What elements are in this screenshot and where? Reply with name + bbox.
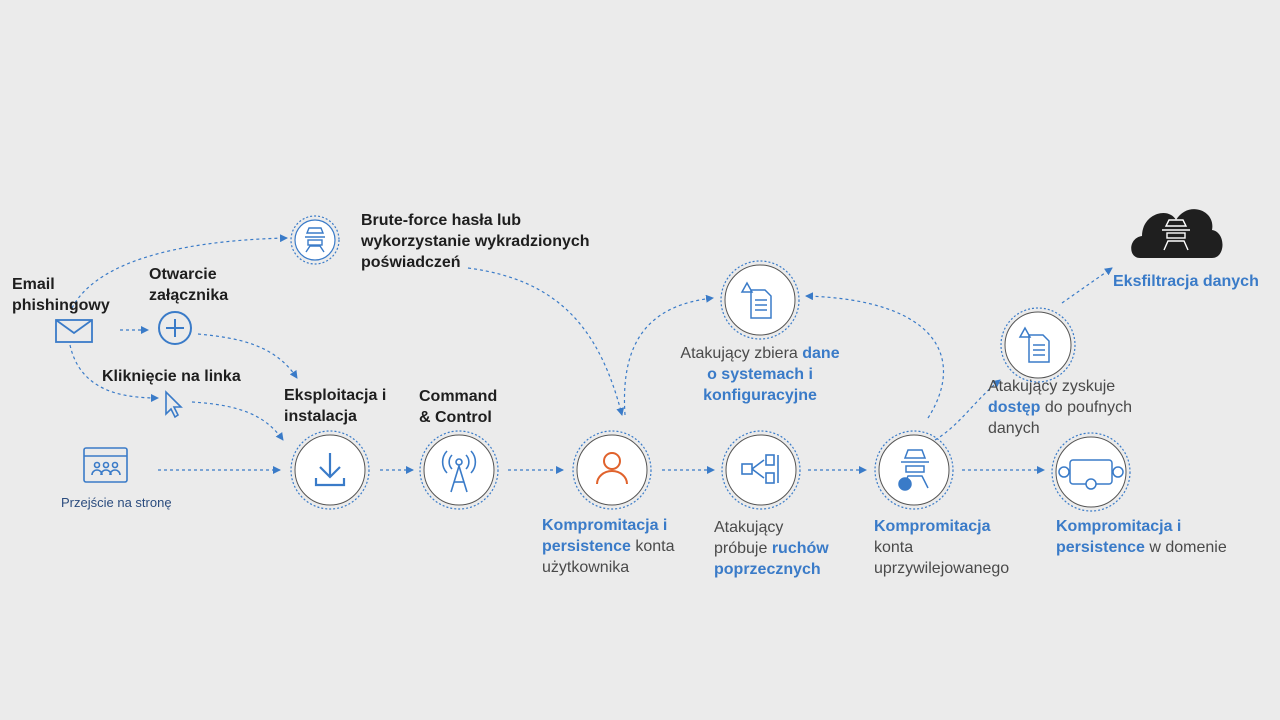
access-label-line3: danych (988, 420, 1040, 437)
bruteforce-label-line3: poświadczeń (361, 254, 461, 271)
c2-label: Command & Control (419, 386, 497, 428)
cursor-arrow-icon (165, 390, 183, 419)
access-label-line1: Atakujący zyskuje (988, 378, 1116, 395)
email-label: Email phishingowy (12, 274, 110, 316)
download-icon (314, 453, 346, 487)
arrow-bruteforce-to-account (467, 267, 625, 416)
exfil-label-a: Eksfiltracja (1113, 273, 1203, 290)
arrow-account-to-data (623, 294, 714, 416)
arrow-access-to-exfil (1061, 267, 1113, 304)
arrow-email-to-bruteforce (71, 234, 288, 309)
data-node (720, 260, 800, 340)
c2-label-line1: Command (419, 388, 498, 405)
c2-node (419, 430, 499, 510)
access-label: Atakujący zyskuje dostęp do poufnych dan… (988, 376, 1132, 439)
browser-users-icon (83, 447, 128, 483)
exploit-label: Eksploitacja i instalacja (284, 385, 386, 427)
envelope-icon (55, 319, 93, 343)
plus-circle-icon (158, 311, 192, 345)
arrow-privileged-to-access (934, 379, 1001, 441)
bruteforce-label-line1: Brute-force hasła lub (361, 212, 522, 229)
user-icon (596, 452, 628, 485)
privileged-label-line2: konta (874, 539, 914, 556)
cloud-spy-icon (1131, 209, 1223, 258)
c2-label-line2: & Control (419, 409, 492, 426)
data-label-line3: konfiguracyjne (703, 387, 817, 404)
email-label-line2: phishingowy (12, 297, 110, 314)
account-label-konta: konta (630, 538, 675, 555)
domain-network-icon (1058, 459, 1124, 490)
website-label: Przejście na stronę (61, 495, 172, 510)
privileged-label-line1: Kompromitacja (874, 518, 991, 535)
data-label-line2: o systemach i (707, 366, 813, 383)
access-label-rest: do poufnych (1040, 399, 1133, 416)
account-label-line3: użytkownika (542, 559, 630, 576)
bruteforce-label: Brute-force hasła lub wykorzystanie wykr… (361, 210, 590, 273)
privileged-node (874, 430, 954, 510)
account-node (572, 430, 652, 510)
lateral-label: Atakujący próbuje ruchów poprzecznych (714, 517, 829, 580)
domain-label-rest: w domenie (1144, 539, 1227, 556)
password-hacker-icon (305, 227, 325, 253)
account-label-line1: Kompromitacja i (542, 517, 668, 534)
exfil-label: Eksfiltracja danych (1113, 271, 1259, 292)
lateral-label-ruchow: ruchów (771, 540, 829, 557)
account-label: Kompromitacja i persistence konta użytko… (542, 515, 675, 578)
lateral-label-line1: Atakujący (714, 519, 784, 536)
lateral-label-line3: poprzecznych (714, 561, 821, 578)
data-label-dane: dane (802, 345, 840, 362)
data-label-text: Atakujący zbiera (680, 345, 803, 362)
exploit-node (290, 430, 370, 510)
privileged-label-line3: uprzywilejowanego (874, 560, 1010, 577)
access-node (1000, 307, 1076, 383)
arrow-link-to-exploit (191, 401, 284, 441)
arrow-email-to-link (69, 344, 159, 402)
lateral-movement-icon (741, 454, 779, 484)
domain-label-persistence: persistence (1056, 539, 1145, 556)
email-label-line1: Email (12, 276, 55, 293)
arrow-privileged-to-data (805, 292, 944, 419)
link-label: Kliknięcie na linka (102, 368, 241, 385)
lateral-label-probuje: próbuje (714, 540, 772, 557)
lateral-node (721, 430, 801, 510)
account-label-persistence: persistence (542, 538, 631, 555)
privileged-label: Kompromitacja konta uprzywilejowanego (874, 516, 1009, 579)
domain-node (1051, 432, 1131, 512)
attachment-label-line2: załącznika (149, 287, 229, 304)
document-warning-icon (1018, 326, 1050, 363)
attachment-label-line1: Otwarcie (149, 266, 217, 283)
access-label-dostep: dostęp (988, 399, 1041, 416)
bruteforce-label-line2: wykorzystanie wykradzionych (361, 233, 590, 250)
exfil-label-b: danych (1202, 273, 1259, 290)
exploit-label-line2: instalacja (284, 408, 357, 425)
domain-label-line1: Kompromitacja i (1056, 518, 1182, 535)
data-label: Atakujący zbiera dane o systemach i konf… (670, 343, 850, 406)
attachment-label: Otwarcie załącznika (149, 264, 228, 306)
spy-admin-icon (898, 449, 929, 491)
domain-label: Kompromitacja i persistence w domenie (1056, 516, 1227, 558)
exploit-label-line1: Eksploitacja i (284, 387, 387, 404)
bruteforce-node (290, 215, 340, 265)
arrow-attachment-to-exploit (197, 333, 298, 379)
document-warning-icon (740, 281, 772, 319)
radio-tower-icon (441, 450, 477, 493)
